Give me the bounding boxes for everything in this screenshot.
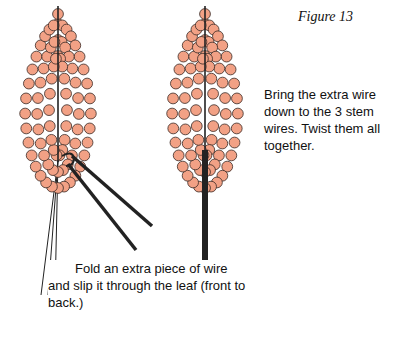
bead <box>170 137 181 148</box>
bead <box>23 78 34 89</box>
bead <box>35 138 46 149</box>
bead <box>45 88 56 99</box>
bead <box>39 150 50 161</box>
bead <box>180 124 191 135</box>
bead <box>182 138 193 149</box>
bead <box>191 121 202 132</box>
bead <box>21 93 32 104</box>
bead <box>73 109 84 120</box>
bead <box>214 63 225 74</box>
bead <box>59 134 70 145</box>
bead <box>229 78 240 89</box>
bead <box>180 93 191 104</box>
bead <box>33 93 44 104</box>
bead <box>31 51 42 62</box>
bead <box>70 40 81 51</box>
bead <box>206 134 217 145</box>
bead <box>178 51 189 62</box>
bead <box>232 93 243 104</box>
wires <box>58 6 205 300</box>
bead <box>38 63 49 74</box>
bead <box>51 53 62 64</box>
bead <box>221 51 232 62</box>
bead <box>61 121 72 132</box>
bead <box>225 64 236 75</box>
bead <box>179 109 190 120</box>
bead <box>70 77 81 88</box>
bead <box>220 109 231 120</box>
bead <box>21 123 32 134</box>
bead <box>217 40 228 51</box>
bead <box>193 73 204 84</box>
extra-wire <box>68 164 136 250</box>
bead <box>168 93 179 104</box>
bead <box>226 150 237 161</box>
bead <box>84 123 95 134</box>
bead <box>198 53 209 64</box>
bead <box>209 105 220 116</box>
stem-wire <box>204 6 206 152</box>
bead <box>61 88 72 99</box>
bead <box>78 64 89 75</box>
bead <box>220 93 231 104</box>
bead <box>85 93 96 104</box>
bead <box>217 138 228 149</box>
bead <box>177 161 188 172</box>
bead <box>206 73 217 84</box>
bead <box>70 138 81 149</box>
bead <box>193 134 204 145</box>
bead <box>33 124 44 135</box>
bead <box>62 105 73 116</box>
bead <box>168 123 179 134</box>
bead <box>27 64 38 75</box>
bead <box>219 124 230 135</box>
bead <box>26 150 37 161</box>
bead <box>229 137 240 148</box>
bead <box>72 124 83 135</box>
bead <box>82 137 93 148</box>
bead <box>32 109 43 120</box>
instruction-note: Fold an extra piece of wire and slip it … <box>48 260 248 311</box>
bead <box>44 121 55 132</box>
bead <box>208 88 219 99</box>
bead <box>46 73 57 84</box>
bead <box>170 78 181 89</box>
bead <box>232 108 243 119</box>
bead <box>186 150 197 161</box>
bead <box>82 78 93 89</box>
bead <box>185 63 196 74</box>
bead <box>67 63 78 74</box>
bead <box>182 77 193 88</box>
bead <box>231 123 242 134</box>
bead <box>35 77 46 88</box>
bead <box>44 105 55 116</box>
bead <box>191 105 202 116</box>
bead <box>173 150 184 161</box>
extra-wire <box>72 156 152 226</box>
bead <box>30 161 41 172</box>
bead <box>46 134 57 145</box>
instruction-note: Bring the extra wire down to the 3 stem … <box>264 86 394 154</box>
bead <box>74 51 85 62</box>
bead <box>174 64 185 75</box>
bead <box>59 73 70 84</box>
bead <box>208 121 219 132</box>
bead <box>167 108 178 119</box>
bead <box>73 93 84 104</box>
bead <box>217 77 228 88</box>
figure-caption: Figure 13 <box>298 8 398 25</box>
bead <box>23 137 34 148</box>
stem-wire <box>57 6 59 162</box>
bead <box>85 108 96 119</box>
bead <box>79 150 90 161</box>
bead <box>192 88 203 99</box>
bead <box>20 108 31 119</box>
